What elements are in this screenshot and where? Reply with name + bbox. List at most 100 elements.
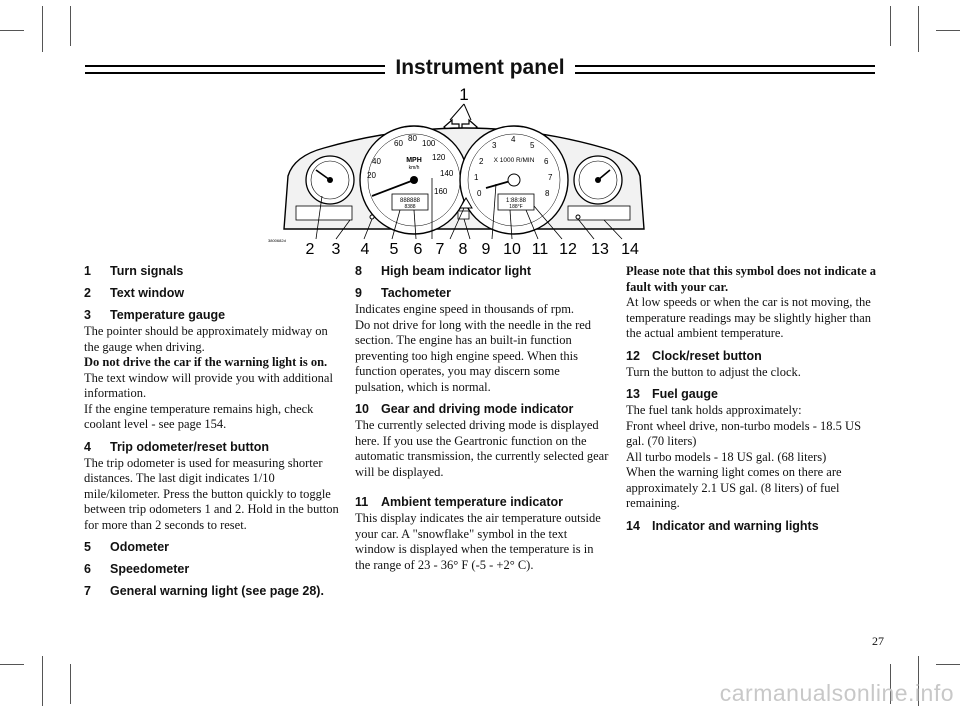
item-title: Clock/reset button — [652, 348, 762, 363]
item-text: Front wheel drive, non-turbo models - 18… — [626, 418, 862, 449]
item-title: Ambient temperature indicator — [381, 495, 563, 509]
item-text: The currently selected driving mode is d… — [355, 418, 609, 479]
speedometer-gauge: 60 80 100 40 20 120 140 160 MPH km/h 888… — [359, 125, 469, 235]
warning-light-icon — [459, 197, 473, 209]
tacho-tick: 8 — [545, 189, 550, 198]
item-title: Trip odometer/reset button — [110, 439, 270, 454]
legend-item-13: 13 Fuel gauge The fuel tank holds approxi… — [626, 387, 881, 512]
item-number: 10 — [355, 402, 369, 416]
callout-11: 11 — [532, 241, 549, 258]
legend-item-1: 1 Turn signals — [84, 264, 339, 279]
tacho-tick: 3 — [492, 141, 497, 150]
item-text: If the engine temperature remains high, … — [84, 401, 314, 432]
item-text: When the warning light comes on there ar… — [626, 465, 842, 510]
temperature-display: 188°F — [509, 204, 522, 210]
left-column: 1 Turn signals 2 Text window 3 Temperature … — [84, 264, 339, 606]
temperature-gauge — [305, 155, 355, 205]
item-title: Fuel gauge — [652, 387, 718, 401]
high-beam-icon — [457, 210, 470, 220]
item-title: Speedometer — [110, 562, 190, 576]
callout-12: 12 — [559, 241, 577, 258]
page-number: 27 — [872, 634, 884, 648]
tacho-tick: 4 — [511, 135, 516, 144]
item-title: High beam indicator light — [381, 264, 532, 278]
item-text: Do not drive for long with the needle in… — [355, 317, 592, 394]
callout-7: 7 — [436, 241, 445, 258]
speedo-tick: 60 — [394, 139, 403, 148]
callout-lines — [315, 178, 623, 240]
tacho-tick: 0 — [477, 189, 482, 198]
tacho-tick: 6 — [544, 157, 549, 166]
legend-item-6: 6 Speedometer — [84, 562, 339, 577]
item-text: This display indicates the air temperatu… — [355, 511, 601, 572]
callout-5: 5 — [390, 241, 399, 258]
item-number: 11 — [355, 495, 369, 509]
callout-9: 9 — [482, 241, 491, 258]
speedo-tick: 100 — [422, 139, 436, 148]
note-text: At low speeds or when the car is not mov… — [626, 295, 872, 340]
temperature-note: Please note that this symbol does not in… — [626, 264, 881, 342]
callout-2: 2 — [306, 241, 315, 258]
item-title: Turn signals — [110, 264, 184, 278]
tacho-tick: 5 — [530, 141, 535, 150]
speedo-tick: 40 — [372, 157, 381, 166]
legend-item-9: 9 Tachometer Indicates engine speed in th… — [355, 286, 610, 395]
speedo-tick: 80 — [408, 134, 417, 143]
title-rule-right — [575, 65, 875, 74]
item-text: Turn the button to adjust the clock. — [626, 364, 801, 379]
item-title: Indicator and warning lights — [652, 518, 819, 533]
warning-text: Do not drive the car if the warning ligh… — [84, 355, 328, 369]
item-number: 4 — [84, 439, 91, 454]
speedo-tick: 160 — [434, 187, 448, 196]
callout-8: 8 — [459, 241, 468, 258]
item-title: Odometer — [110, 540, 170, 554]
indicator-window — [567, 205, 631, 221]
item-title: Gear and driving mode indicator — [381, 402, 574, 416]
title-rule-left — [85, 65, 385, 74]
item-number: 1 — [84, 264, 91, 278]
item-title: Text window — [110, 286, 185, 300]
item-number: 8 — [355, 264, 362, 278]
item-title: General warning light (see page 28). — [110, 584, 324, 598]
speedo-kmh: km/h — [409, 165, 420, 171]
callout-13: 13 — [591, 241, 609, 258]
tacho-tick: 7 — [548, 173, 553, 182]
item-text: All turbo models - 18 US gal. (68 liters… — [626, 449, 827, 464]
tacho-label: X 1000 R/MIN — [494, 157, 535, 164]
legend-item-10: 10 Gear and driving mode indicator The cu… — [355, 402, 610, 480]
note-bold-text: Please note that this symbol does not in… — [626, 264, 876, 294]
item-number: 9 — [355, 286, 362, 300]
callout-10: 10 — [503, 241, 521, 258]
callout-1: 1 — [459, 85, 468, 104]
figure-code: 3800682d — [268, 238, 286, 243]
tachometer-gauge: X 1000 R/MIN 0 1 2 3 4 5 6 7 8 1:88:88 1… — [459, 125, 569, 235]
speedo-tick: 120 — [432, 153, 446, 162]
middle-column: 8 High beam indicator light 9 Tachometer I… — [355, 264, 610, 580]
item-text: Indicates engine speed in thousands of r… — [355, 302, 575, 316]
callout-14: 14 — [621, 241, 639, 258]
item-title: Temperature gauge — [110, 308, 226, 322]
speedo-unit: MPH — [406, 157, 422, 164]
watermark: carmanualsonline.info — [719, 680, 954, 706]
item-number: 6 — [84, 562, 91, 576]
clock-display: 1:88:88 — [506, 198, 527, 204]
tacho-tick: 2 — [479, 157, 484, 166]
speedo-tick: 20 — [367, 171, 376, 180]
item-text-continued: The text window will provide you with ad… — [84, 370, 333, 401]
item-number: 2 — [84, 286, 91, 300]
instrument-panel-illustration: 1 60 80 100 40 20 120 140 160 MPH km/h — [268, 85, 645, 258]
item-number: 13 — [626, 387, 640, 401]
item-text: The fuel tank holds approximately: — [626, 403, 802, 417]
callout-6: 6 — [414, 241, 423, 258]
item-text: Do not drive the car if the warning ligh… — [84, 355, 339, 402]
item-number: 3 — [84, 308, 91, 322]
text-window — [295, 205, 353, 221]
clock-reset-button-icon — [575, 214, 581, 220]
callout-4: 4 — [361, 241, 370, 258]
item-title: Tachometer — [381, 286, 451, 300]
odometer-display: 8388 — [404, 204, 415, 210]
item-text: The trip odometer is used for measuring … — [84, 455, 339, 532]
